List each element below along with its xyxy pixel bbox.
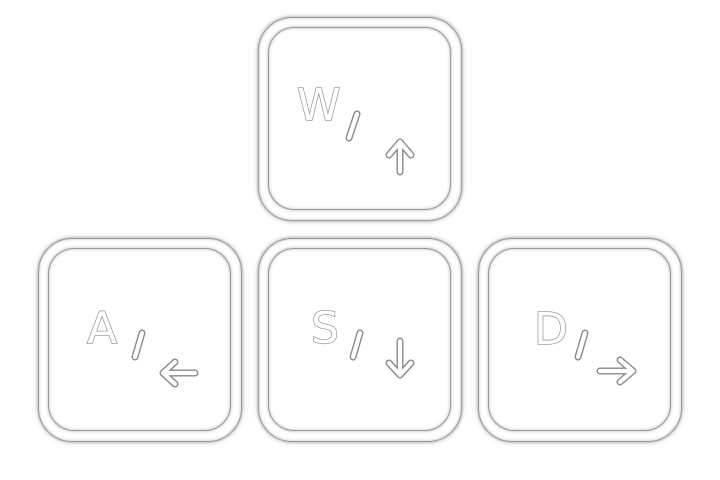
- arrow-right-icon: [596, 356, 637, 386]
- key-w[interactable]: W: [258, 17, 462, 221]
- key-s[interactable]: S: [258, 238, 462, 442]
- key-d-letter: D: [534, 304, 568, 355]
- key-d-face: D: [488, 248, 671, 431]
- key-w-face: W: [268, 27, 451, 210]
- key-s-face: S: [268, 248, 451, 431]
- key-s-slash: [350, 330, 363, 360]
- key-d-legend: D: [533, 303, 637, 386]
- key-w-slash: [346, 111, 360, 141]
- arrow-left-icon: [159, 358, 199, 388]
- key-a[interactable]: A: [38, 238, 242, 442]
- key-a-slash: [132, 330, 145, 360]
- key-a-letter: A: [87, 303, 117, 354]
- key-a-face: A: [48, 248, 231, 431]
- key-s-letter: S: [311, 303, 339, 354]
- arrow-up-icon: [385, 138, 415, 176]
- arrow-down-icon: [385, 337, 415, 379]
- key-w-legend: W: [296, 79, 415, 176]
- key-w-letter: W: [297, 80, 341, 131]
- key-a-legend: A: [86, 302, 199, 388]
- key-s-legend: S: [310, 302, 415, 379]
- key-d-slash: [575, 330, 588, 360]
- key-d[interactable]: D: [478, 238, 682, 442]
